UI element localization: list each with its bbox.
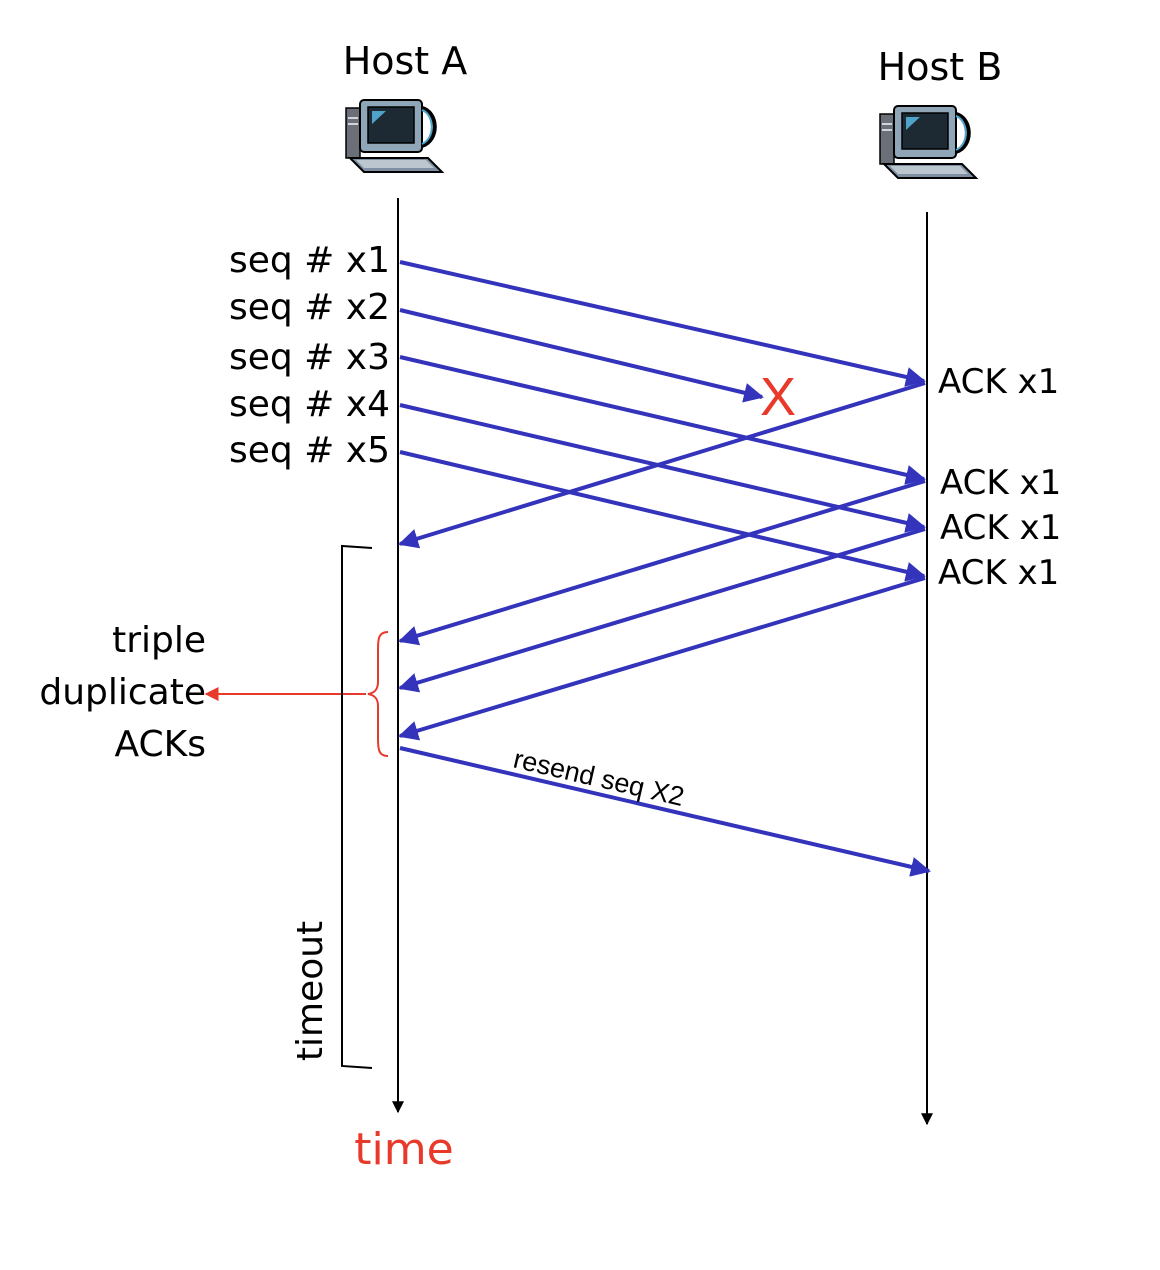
triple-dup-label-line: ACKs — [115, 724, 207, 765]
segment-x2-arrow-lost — [399, 308, 764, 403]
segment-x5-arrow — [399, 450, 926, 582]
timeout-label: timeout — [290, 921, 331, 1061]
segment-label: seq # x3 — [229, 337, 390, 378]
triple-dup-label-line: duplicate — [39, 672, 206, 713]
ack-label: ACK x1 — [940, 463, 1061, 503]
host-a-computer-icon — [344, 98, 444, 174]
ack-label: ACK x1 — [940, 508, 1061, 548]
time-label: time — [354, 1124, 453, 1175]
segment-label: seq # x2 — [229, 287, 390, 328]
resend-label: resend seq X2 — [511, 744, 687, 812]
host-b-computer-icon — [878, 104, 978, 180]
loss-marker: X — [760, 367, 796, 427]
segment-label: seq # x1 — [229, 240, 390, 281]
timeout-bracket — [341, 544, 373, 1069]
ack-label: ACK x1 — [938, 362, 1059, 402]
segment-x1-arrow — [399, 260, 926, 387]
triple-dup-label-line: triple — [112, 620, 206, 661]
segment-x3-arrow — [399, 355, 926, 485]
ack-arrow — [398, 479, 926, 646]
ack-arrow — [398, 527, 926, 693]
segment-label: seq # x5 — [229, 430, 390, 471]
ack-label: ACK x1 — [938, 553, 1059, 593]
host-b-label: Host B — [878, 45, 1003, 89]
ack-arrow — [398, 381, 926, 549]
ack-arrow — [398, 576, 926, 741]
segment-x4-arrow — [399, 403, 926, 533]
host-a-label: Host A — [343, 39, 468, 83]
triple-dup-brace — [367, 631, 389, 757]
segment-label: seq # x4 — [229, 384, 390, 425]
resend-arrow — [399, 746, 931, 877]
